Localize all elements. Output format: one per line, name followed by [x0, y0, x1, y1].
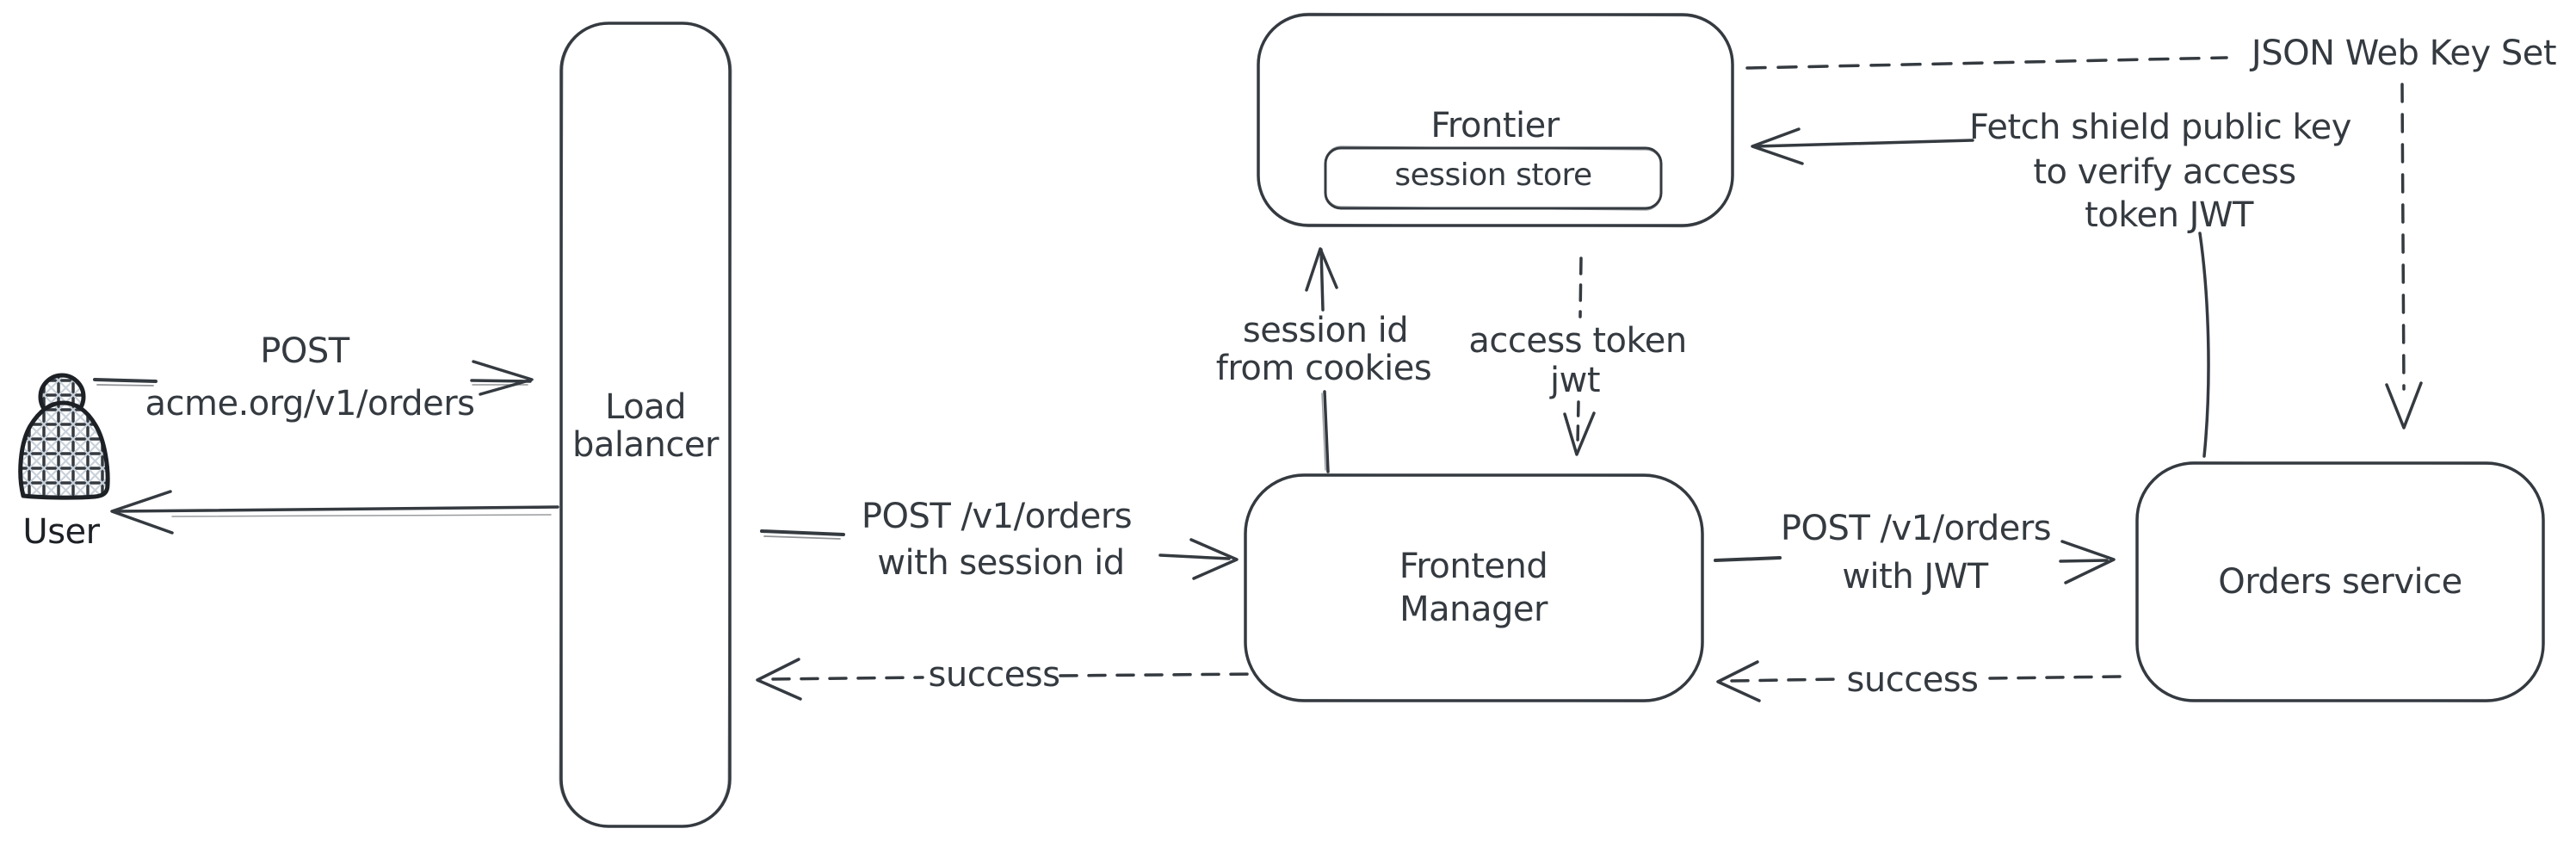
arrowhead-right — [2060, 540, 2116, 584]
edge-user-to-lb-label-line2: acme.org/v1/orders — [145, 384, 475, 424]
fetch-key-label-line2: to verify access — [2033, 152, 2296, 192]
node-session-store — [1324, 145, 1663, 211]
arrowhead-left-dashed — [756, 658, 802, 701]
edge-fm-to-orders-label-line2: with JWT — [1842, 557, 1988, 597]
arrowhead-right — [1189, 538, 1239, 580]
user-icon — [18, 373, 110, 500]
user-body — [18, 400, 110, 500]
edge-lb-to-fm-label-line2: with session id — [877, 543, 1125, 583]
edge-fm-to-orders — [1714, 540, 2116, 584]
edge-fm-to-orders-label-line1: POST /v1/orders — [1780, 509, 2052, 548]
edge-jwks-to-orders — [2385, 83, 2423, 430]
edge-user-to-lb-label-line1: POST — [260, 331, 349, 371]
arrowhead-down-dashed — [2385, 381, 2423, 430]
edge-user-to-lb — [93, 360, 534, 396]
edge-fm-to-lb-label: success — [928, 655, 1060, 695]
edge-orders-to-fm-label: success — [1846, 660, 1979, 700]
fetch-key-label-line1: Fetch shield public key — [1969, 108, 2351, 147]
frontier-label: Frontier — [1430, 106, 1560, 145]
fetch-key-label-line3: token JWT — [2085, 195, 2253, 235]
edge-fm-to-lb — [756, 658, 1258, 701]
jwks-label: JSON Web Key Set — [2251, 34, 2557, 73]
arrowhead-right — [472, 360, 534, 396]
edge-lb-to-user — [110, 490, 559, 535]
load-balancer-label-line2: balancer — [572, 425, 719, 465]
node-load-balancer — [559, 22, 732, 828]
edge-fm-to-frontier-label-line2: from cookies — [1215, 349, 1432, 388]
fetch-curve-connector — [2198, 232, 2210, 458]
arrowhead-down-dashed — [1563, 411, 1596, 456]
edge-fm-to-frontier — [1305, 247, 1338, 473]
edge-fm-to-frontier-label-line1: session id — [1242, 311, 1409, 350]
node-frontier — [1257, 12, 1734, 228]
edge-lb-to-fm — [760, 529, 1239, 580]
node-frontend-manager — [1244, 473, 1704, 702]
frontend-manager-label-line2: Manager — [1399, 590, 1547, 629]
arrowhead-up — [1305, 247, 1338, 292]
edge-frontier-to-fm — [1563, 257, 1596, 456]
edge-frontier-to-fm-label-line1: access token — [1468, 321, 1687, 361]
edge-orders-to-fm — [1716, 660, 2123, 702]
load-balancer-label-line1: Load — [605, 387, 686, 427]
user-label: User — [22, 512, 100, 552]
edge-lb-to-fm-label-line1: POST /v1/orders — [861, 497, 1133, 536]
frontend-manager-label-line1: Frontend — [1399, 547, 1548, 586]
orders-service-label: Orders service — [2218, 562, 2462, 602]
edge-frontier-to-fm-label-line2: jwt — [1549, 361, 1601, 400]
node-orders-service — [2135, 461, 2545, 702]
arrowhead-left-dashed — [1716, 660, 1761, 702]
edge-jwks-to-frontier — [1745, 56, 2228, 70]
arrowhead-left — [110, 490, 174, 535]
arrowhead-left — [1751, 127, 1804, 165]
session-store-label: session store — [1394, 158, 1592, 193]
edge-orders-to-frontier — [1751, 127, 2210, 458]
